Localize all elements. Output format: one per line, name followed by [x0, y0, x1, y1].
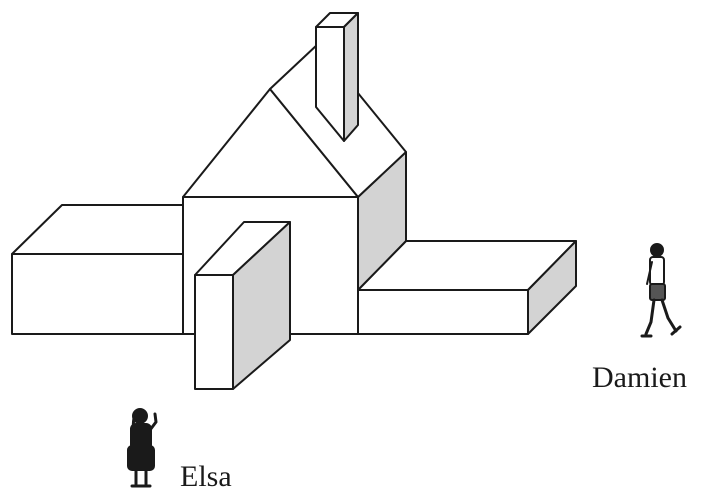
- elsa-raised-arm: [148, 412, 158, 432]
- damien-head: [650, 243, 664, 257]
- left-wing-front: [11, 253, 184, 335]
- chimney: [315, 12, 359, 142]
- right-wing-front: [357, 289, 529, 335]
- front-block: [194, 221, 291, 390]
- elsa-label: Elsa: [180, 460, 232, 493]
- left-wing: [11, 204, 184, 335]
- chimney-side: [343, 12, 359, 142]
- left-wing-top: [11, 204, 184, 255]
- damien-shoe-front: [670, 325, 682, 336]
- right-wing-side: [527, 240, 577, 335]
- elsa-figure: [127, 408, 158, 488]
- damien-arm: [646, 261, 653, 285]
- damien-figure: [640, 243, 682, 338]
- front-block-front: [194, 274, 234, 390]
- elsa-skirt: [127, 445, 155, 471]
- right-wing: [357, 240, 577, 335]
- damien-leg-front: [660, 298, 678, 333]
- damien-label: Damien: [592, 361, 687, 394]
- damien-shorts: [649, 283, 666, 301]
- damien-leg-back: [644, 298, 656, 336]
